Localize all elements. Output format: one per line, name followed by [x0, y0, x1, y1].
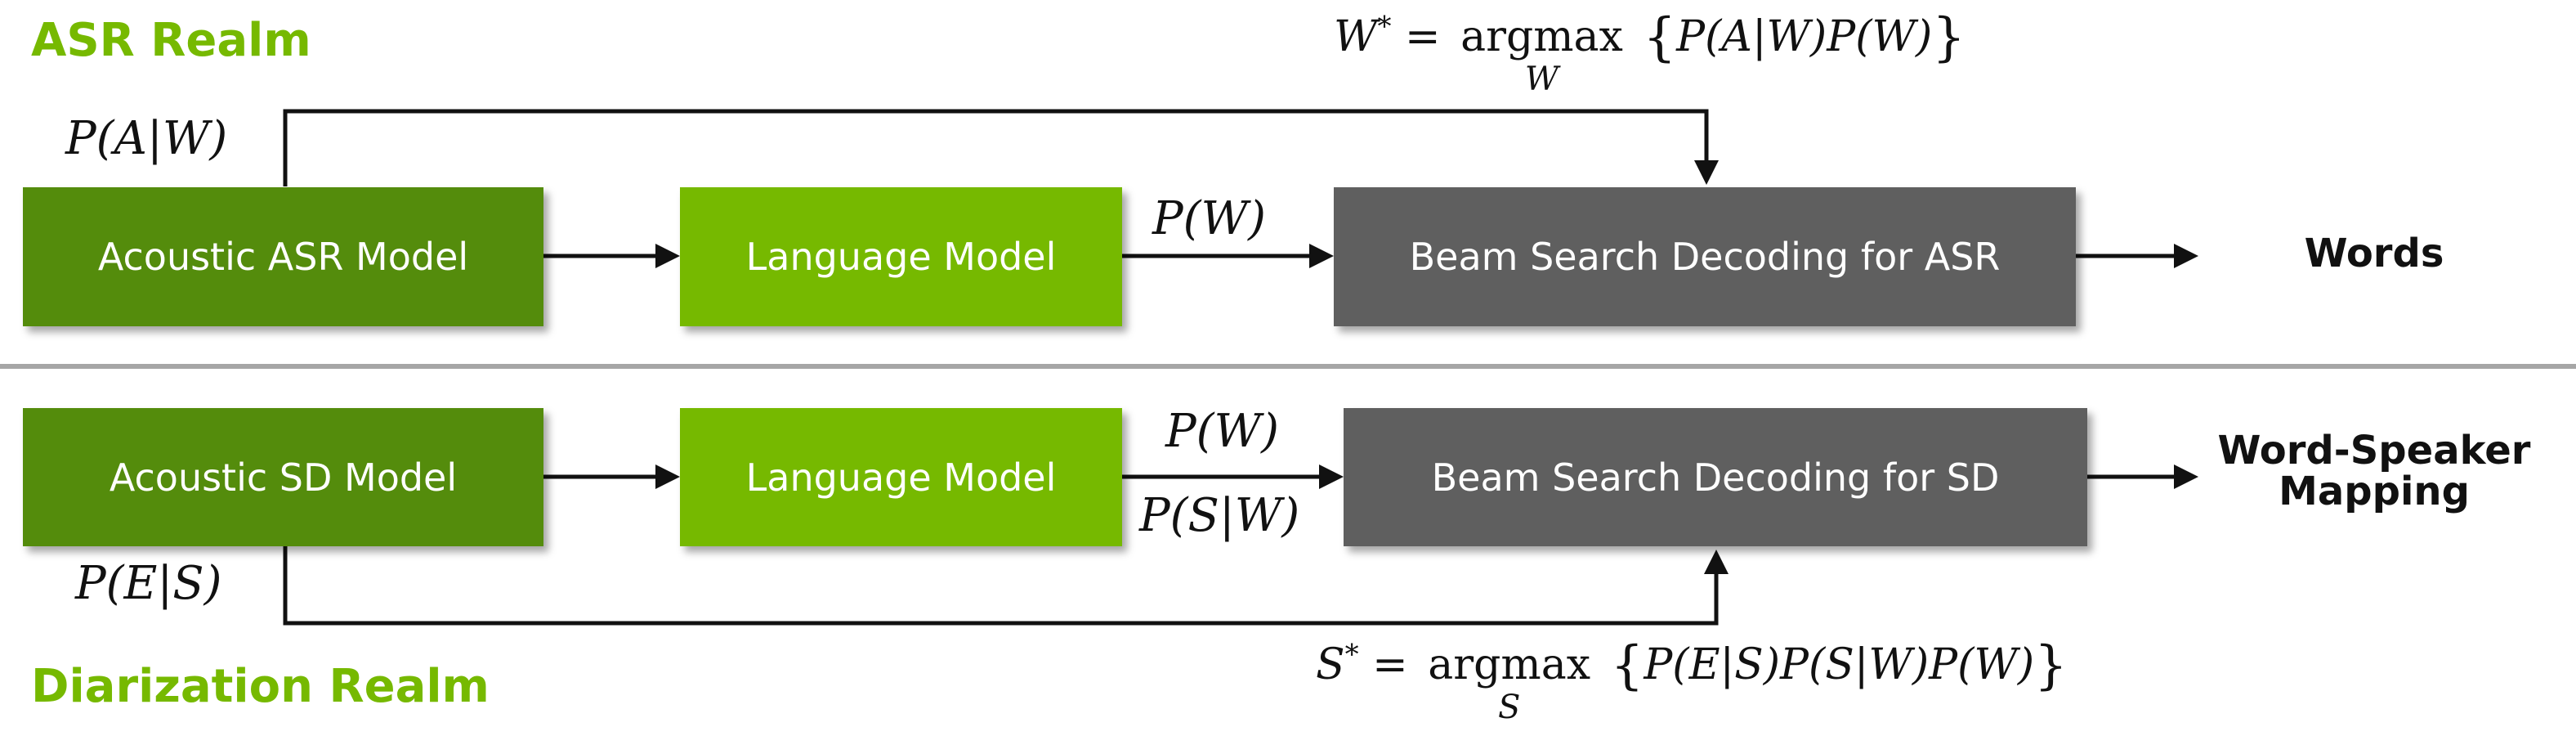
sd-equation-star: *: [1344, 638, 1359, 671]
arrowhead-acoustic-to-decoder-asr: [1694, 160, 1719, 185]
asr-equation-equals: =: [1404, 12, 1455, 61]
asr-acoustic-model-label: Acoustic ASR Model: [97, 235, 469, 279]
sd-equation-equals: =: [1372, 640, 1422, 689]
sd-acoustic-model-label: Acoustic SD Model: [109, 455, 458, 500]
arrowhead-lm-to-decoder-sd: [1319, 464, 1344, 489]
asr-label-p-a-given-w: P(A|W): [65, 112, 228, 165]
arrowhead-acoustic-to-lm-sd: [655, 464, 680, 489]
asr-realm-title: ASR Realm: [31, 14, 311, 67]
asr-language-model-label: Language Model: [745, 235, 1057, 279]
asr-equation-star: *: [1377, 10, 1392, 43]
asr-equation-argmax: argmax: [1460, 12, 1623, 61]
sd-output-line2: Mapping: [2279, 469, 2470, 515]
asr-label-p-w: P(W): [1152, 192, 1266, 245]
sd-equation-rbrace: }: [2034, 635, 2068, 696]
diarization-realm-title: Diarization Realm: [31, 660, 490, 713]
asr-output-words: Words: [2304, 231, 2444, 276]
arrow-acoustic-to-decoder-sd: [283, 546, 1719, 626]
sd-output-line1: Word-Speaker: [2217, 428, 2531, 473]
sd-label-p-s-given-w: P(S|W): [1139, 489, 1300, 542]
sd-output-word-speaker-mapping: Word-Speaker Mapping: [2198, 430, 2550, 513]
asr-equation-lhs: W: [1334, 12, 1378, 61]
sd-language-model-label: Language Model: [745, 455, 1057, 500]
arrowhead-acoustic-to-lm-asr: [655, 244, 680, 268]
arrowhead-lm-to-decoder-asr: [1309, 244, 1334, 268]
sd-equation-subscript: S: [1497, 689, 1521, 726]
arrowhead-decoder-to-words: [2174, 244, 2198, 268]
asr-acoustic-model-box: Acoustic ASR Model: [23, 187, 543, 326]
sd-decoder-label: Beam Search Decoding for SD: [1431, 455, 2000, 500]
sd-acoustic-model-box: Acoustic SD Model: [23, 408, 543, 546]
sd-equation-argmax: argmax: [1428, 640, 1591, 689]
arrowhead-decoder-to-mapping: [2174, 464, 2198, 489]
sd-language-model-box: Language Model: [680, 408, 1122, 546]
asr-language-model-box: Language Model: [680, 187, 1122, 326]
asr-equation-rhs: P(A|W)P(W): [1676, 12, 1933, 61]
asr-equation-subscript: W: [1524, 61, 1559, 98]
sd-label-p-w: P(W): [1165, 405, 1279, 458]
asr-decoder-box: Beam Search Decoding for ASR: [1334, 187, 2076, 326]
arrow-acoustic-to-decoder-asr: [283, 109, 1709, 186]
asr-equation-rbrace: }: [1932, 7, 1966, 68]
sd-equation-lbrace: {: [1610, 635, 1644, 696]
asr-decoder-label: Beam Search Decoding for ASR: [1409, 235, 2001, 279]
sd-equation-rhs: P(E|S)P(S|W)P(W): [1644, 640, 2035, 689]
sd-decoder-box: Beam Search Decoding for SD: [1344, 408, 2087, 546]
arrowhead-acoustic-to-decoder-sd: [1704, 550, 1729, 574]
asr-equation-lbrace: {: [1643, 7, 1677, 68]
sd-label-p-e-given-s: P(E|S): [75, 557, 222, 610]
sd-equation-lhs: S: [1316, 640, 1345, 689]
